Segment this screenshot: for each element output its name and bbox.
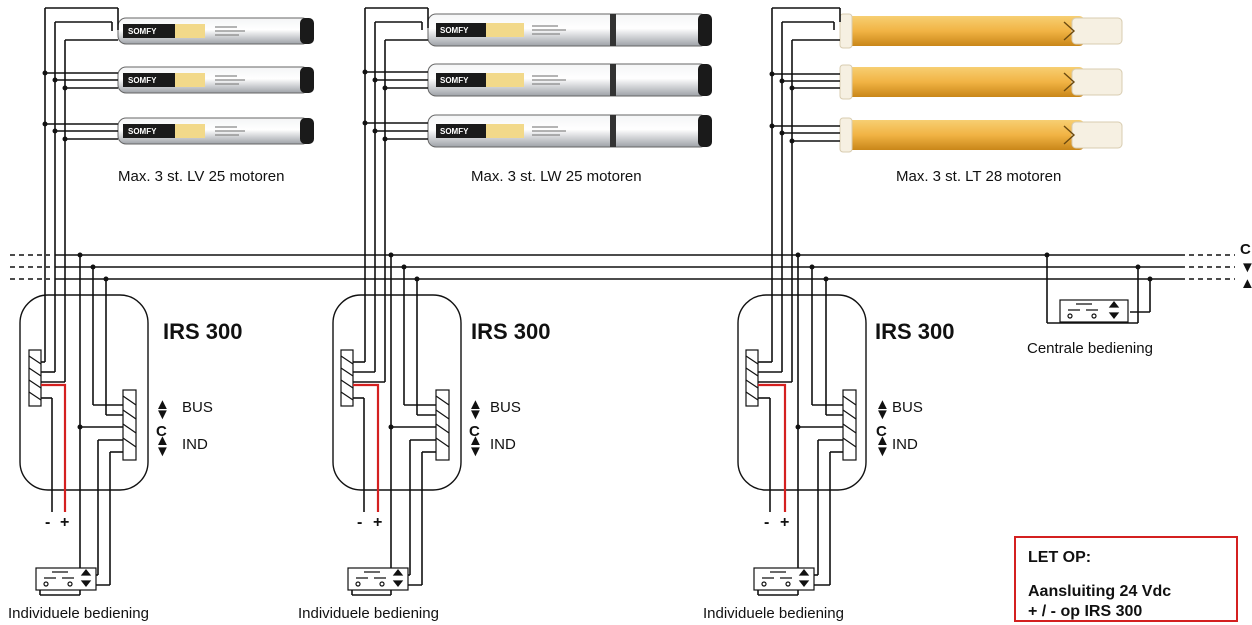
central-control: Centrale bediening <box>1027 252 1153 357</box>
switch-icon <box>753 567 815 591</box>
motor-3-3 <box>839 117 1123 153</box>
ind-label: IND <box>182 436 208 453</box>
motor-brand-label: SOMFY <box>440 76 469 85</box>
switch-caption: Individuele bediening <box>298 605 439 622</box>
module-title: IRS 300 <box>163 319 243 344</box>
motor-brand-label: SOMFY <box>440 127 469 136</box>
module-wiring-dots <box>77 252 109 430</box>
c-label: C <box>876 423 887 440</box>
module-wiring-dots <box>388 252 420 430</box>
ind-up-arrow: ▲ <box>155 432 170 449</box>
motor-brand-label: SOMFY <box>128 76 157 85</box>
bus-down-arrow: ▼ <box>155 406 170 423</box>
switch-caption: Individuele bediening <box>703 605 844 622</box>
motor-3-1 <box>839 13 1123 49</box>
motor-3-2 <box>839 64 1123 100</box>
central-switch-icon <box>1059 299 1129 323</box>
central-caption: Centrale bediening <box>1027 340 1153 357</box>
motor-brand-label: SOMFY <box>440 26 469 35</box>
ind-label: IND <box>892 436 918 453</box>
power-plus-label: + <box>60 514 69 531</box>
bus-down-arrow: ▼ <box>875 406 890 423</box>
bus-up-arrow: ▲ <box>875 396 890 413</box>
ind-down-arrow: ▼ <box>468 443 483 460</box>
switch-icon <box>35 567 97 591</box>
module-title: IRS 300 <box>875 319 955 344</box>
group-3: Max. 3 st. LT 28 motoren <box>703 7 1123 622</box>
irs-module-2 <box>332 294 462 491</box>
motor-wiring-dots <box>362 69 388 142</box>
motor-brand-label: SOMFY <box>128 127 157 136</box>
module-wiring-dots <box>795 252 829 430</box>
bus-label: BUS <box>490 399 521 416</box>
motor-wiring <box>44 7 119 382</box>
bus-label-up: ▲ <box>1240 275 1252 292</box>
bus-label-down: ▼ <box>1240 259 1252 276</box>
bus-lines <box>10 254 1235 280</box>
motor-2-1: SOMFY <box>427 13 712 47</box>
note-line-1: Aansluiting 24 Vdc <box>1028 583 1172 600</box>
bus-label: BUS <box>892 399 923 416</box>
motors-group-1: SOMFY SOMFY SOMFY <box>117 17 314 145</box>
group-2: SOMFY SOMFY SOMFY Max. <box>298 7 712 622</box>
bus-ind-labels: ▲ ▼ BUS C ▲ ▼ IND <box>155 396 213 460</box>
power-positive-wire <box>353 383 380 512</box>
power-positive-wire <box>41 383 67 512</box>
module-wiring <box>757 255 843 596</box>
ind-up-arrow: ▲ <box>875 432 890 449</box>
irs-module-1 <box>19 294 149 491</box>
ind-up-arrow: ▲ <box>468 432 483 449</box>
power-minus-label: - <box>357 514 362 531</box>
ind-label: IND <box>490 436 516 453</box>
motor-wiring-dots <box>42 70 68 142</box>
motors-group-2: SOMFY SOMFY SOMFY <box>427 13 712 148</box>
motor-1-3: SOMFY <box>117 117 314 145</box>
ind-down-arrow: ▼ <box>155 443 170 460</box>
motor-2-3: SOMFY <box>427 114 712 148</box>
ind-down-arrow: ▼ <box>875 443 890 460</box>
motor-brand-label: SOMFY <box>128 27 157 36</box>
motor-caption: Max. 3 st. LT 28 motoren <box>896 168 1061 185</box>
note-line-2: + / - op IRS 300 <box>1028 603 1143 620</box>
c-label: C <box>469 423 480 440</box>
switch-icon <box>347 567 409 591</box>
bus-up-arrow: ▲ <box>468 396 483 413</box>
motor-wiring <box>771 7 841 382</box>
bus-label: BUS <box>182 399 213 416</box>
group-1: SOMFY SOMFY SOMFY Max. 3 st. LV 25 motor… <box>8 7 314 622</box>
power-minus-label: - <box>45 514 50 531</box>
bus-label-c: C <box>1240 241 1251 258</box>
motor-wiring <box>364 7 429 382</box>
power-plus-label: + <box>373 514 382 531</box>
note-title: LET OP: <box>1028 549 1092 566</box>
bus-ind-labels: ▲ ▼ BUS C ▲ ▼ IND <box>875 396 923 460</box>
bus-down-arrow: ▼ <box>468 406 483 423</box>
power-positive-wire <box>758 383 787 512</box>
motor-caption: Max. 3 st. LW 25 motoren <box>471 168 642 185</box>
bus-ind-labels: ▲ ▼ BUS C ▲ ▼ IND <box>468 396 521 460</box>
motors-group-3 <box>839 13 1123 153</box>
power-minus-label: - <box>764 514 769 531</box>
c-label: C <box>156 423 167 440</box>
irs-module-3 <box>737 294 867 491</box>
power-plus-label: + <box>780 514 789 531</box>
motor-wiring-dots <box>769 71 795 144</box>
motor-caption: Max. 3 st. LV 25 motoren <box>118 168 284 185</box>
switch-caption: Individuele bediening <box>8 605 149 622</box>
motor-1-1: SOMFY <box>117 17 314 45</box>
bus-up-arrow: ▲ <box>155 396 170 413</box>
warning-note: LET OP: Aansluiting 24 Vdc + / - op IRS … <box>1014 536 1238 622</box>
module-title: IRS 300 <box>471 319 551 344</box>
motor-2-2: SOMFY <box>427 63 712 97</box>
motor-1-2: SOMFY <box>117 66 314 94</box>
